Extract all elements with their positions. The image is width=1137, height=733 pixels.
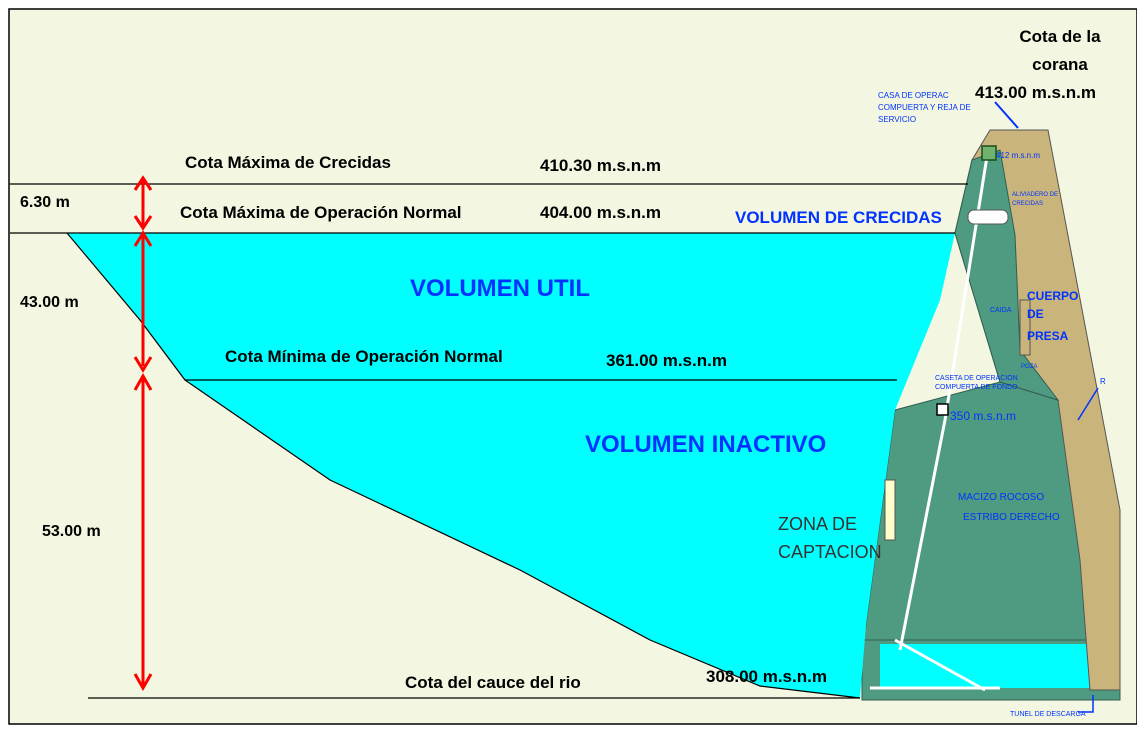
crest-title-line2: corana	[1032, 55, 1088, 74]
intake-zone-label-1: ZONA DE	[778, 514, 857, 534]
dam-body-label-1: CUERPO	[1027, 289, 1078, 303]
min-normal-elevation: 361.00 m.s.n.m	[606, 351, 727, 370]
intake-zone-label-2: CAPTACION	[778, 542, 882, 562]
drop-label: CAIDA	[990, 307, 1012, 314]
right-abutment-label: ESTRIBO DERECHO	[963, 512, 1060, 523]
riverbed-elevation: 308.00 m.s.n.m	[706, 667, 827, 686]
intake-shaft	[898, 419, 947, 651]
spillway-inlet	[967, 209, 1009, 225]
operation-shaft	[943, 149, 990, 421]
dimension-arrows	[133, 175, 153, 692]
useful-height-label: 43.00 m	[20, 294, 79, 311]
rock-mass-label: MACIZO ROCOSO	[958, 492, 1044, 503]
elevation-412-label: 412 m.s.n.m	[996, 151, 1040, 160]
flood-height-label: 6.30 m	[20, 194, 70, 211]
crest-elevation: 413.00 m.s.n.m	[975, 83, 1096, 102]
elevation-350-label: 350 m.s.n.m	[950, 409, 1016, 423]
useful-volume-label: VOLUMEN UTIL	[410, 275, 590, 302]
gate-house-label-1: CASETA DE OPERACION	[935, 375, 1018, 382]
fill-label: R	[1100, 377, 1106, 386]
gate-house-label-2: COMPUERTA DE FONDO	[935, 384, 1018, 391]
inactive-volume-label: VOLUMEN INACTIVO	[585, 431, 826, 458]
flood-volume-label: VOLUMEN DE CRECIDAS	[735, 208, 942, 227]
operation-house-label-1: CASA DE OPERAC	[878, 91, 949, 100]
riverbed-label: Cota del cauce del rio	[405, 673, 581, 692]
discharge-conduit	[894, 638, 986, 692]
tailwater	[880, 644, 1120, 688]
pool-shaft	[1019, 299, 1031, 356]
intake-grate	[884, 479, 896, 541]
terrain-outline	[66, 232, 861, 699]
operation-house-label-3: SERVICIO	[878, 115, 916, 124]
dam-body-label-2: DE	[1027, 307, 1044, 321]
inactive-height-label: 53.00 m	[42, 523, 101, 540]
max-normal-elevation: 404.00 m.s.n.m	[540, 203, 661, 222]
fill-pointer	[1077, 387, 1099, 421]
min-normal-label: Cota Mínima de Operación Normal	[225, 347, 503, 366]
spillway-label-1: ALIVIADERO DE	[1012, 192, 1058, 198]
tunnel-pointer	[1078, 695, 1094, 713]
gate-house-box	[936, 403, 949, 416]
operation-house-label-2: COMPUERTA Y REJA DE	[878, 103, 971, 112]
discharge-tunnel-label: TUNEL DE DESCARGA	[1010, 711, 1086, 718]
crest-pointer	[994, 101, 1019, 129]
reservoir-water	[67, 233, 955, 698]
dam-body-label-3: PRESA	[1027, 329, 1069, 343]
max-flood-elevation: 410.30 m.s.n.m	[540, 156, 661, 175]
spillway-label-2: CRECIDAS	[1012, 201, 1043, 207]
max-normal-label: Cota Máxima de Operación Normal	[180, 203, 462, 222]
max-flood-label: Cota Máxima de Crecidas	[185, 153, 391, 172]
crest-title-line1: Cota de la	[1019, 27, 1101, 46]
operation-house	[981, 145, 997, 161]
pool-label: POZA	[1021, 364, 1037, 370]
